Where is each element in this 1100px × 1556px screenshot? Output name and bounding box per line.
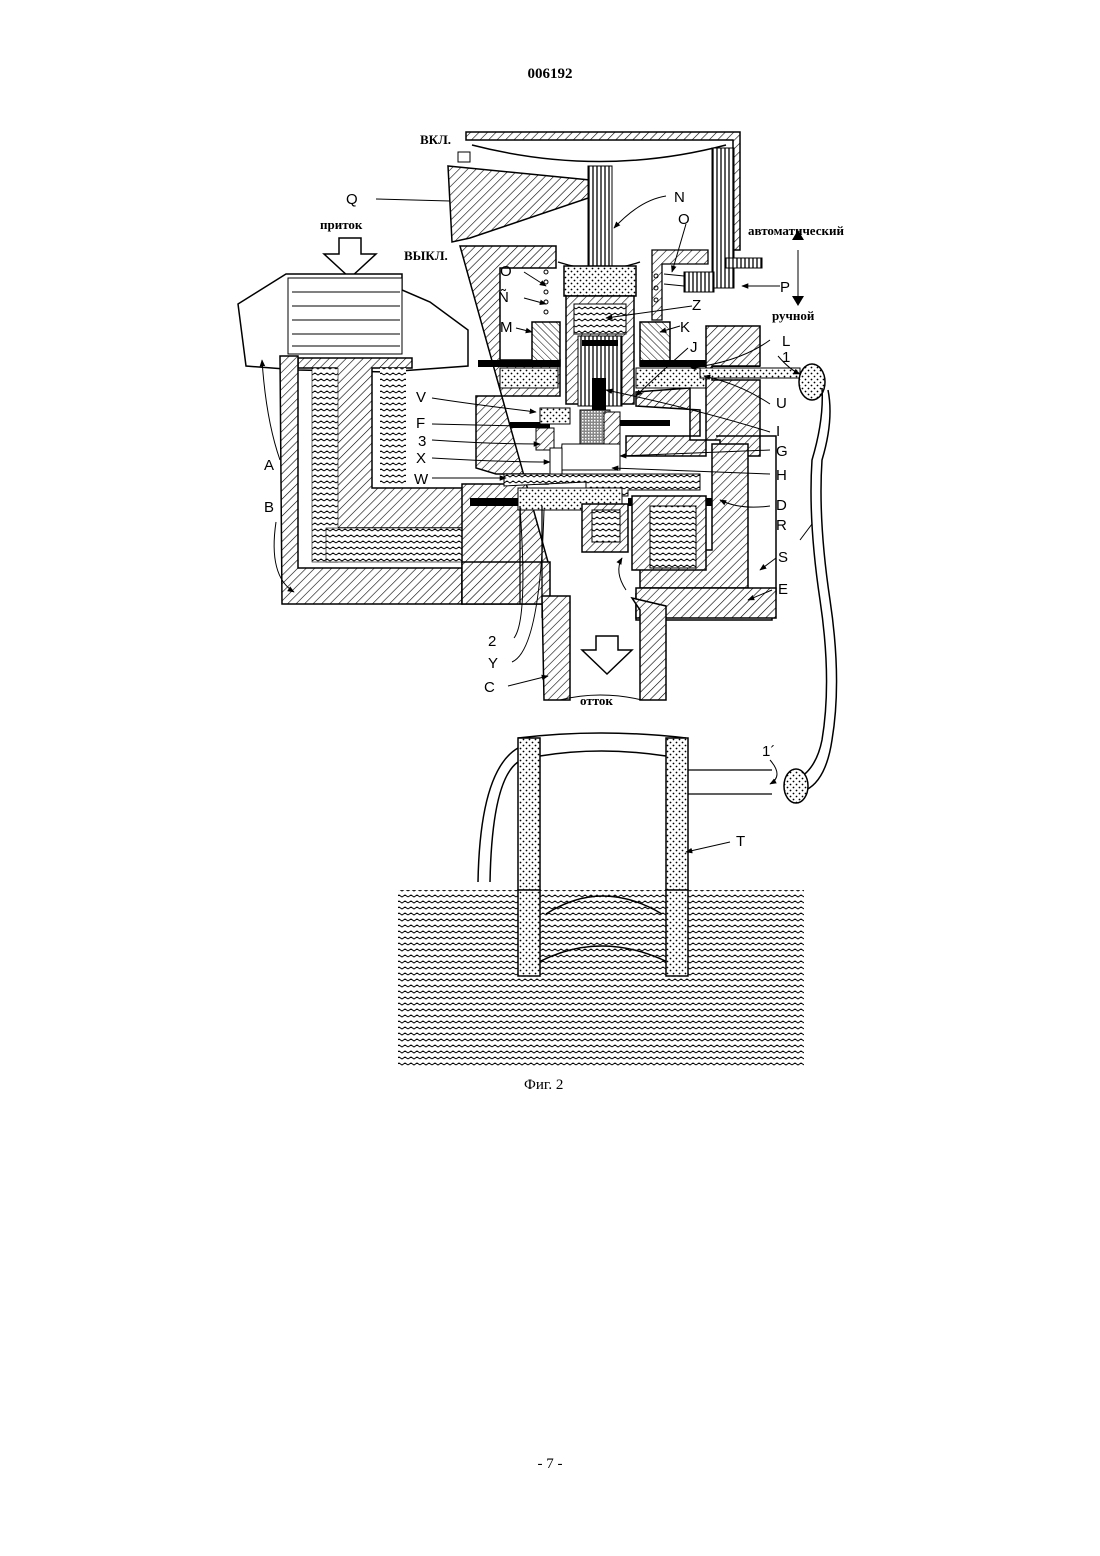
outlet-pipe-c bbox=[542, 596, 666, 700]
label-outflow: отток bbox=[580, 693, 613, 708]
label-t: T bbox=[736, 833, 745, 850]
lever-q bbox=[448, 166, 606, 242]
label-x: X bbox=[416, 450, 426, 467]
label-f: F bbox=[416, 415, 425, 432]
label-r: R bbox=[776, 517, 787, 534]
label-manual: ручной bbox=[772, 308, 815, 323]
label-g: G bbox=[776, 443, 788, 460]
label-a: A bbox=[264, 457, 274, 474]
hose-r bbox=[784, 388, 837, 803]
label-1: 1 bbox=[782, 349, 790, 366]
label-u: U bbox=[776, 395, 787, 412]
label-c: C bbox=[484, 679, 495, 696]
plunger-assembly bbox=[564, 266, 636, 410]
label-p: P bbox=[780, 279, 790, 296]
label-h: H bbox=[776, 467, 787, 484]
valve-core bbox=[536, 408, 620, 480]
label-y: Y bbox=[488, 655, 498, 672]
label-l: L bbox=[782, 333, 790, 350]
label-s: S bbox=[778, 549, 788, 566]
label-o-left: O bbox=[500, 263, 512, 280]
label-m: M bbox=[500, 319, 513, 336]
label-n-tilde: Ñ bbox=[498, 289, 509, 306]
label-d: D bbox=[776, 497, 787, 514]
label-o-right: O bbox=[678, 211, 690, 228]
tank-b bbox=[280, 356, 466, 604]
label-q: Q bbox=[346, 191, 358, 208]
label-k: K bbox=[680, 319, 690, 336]
label-j: J bbox=[690, 339, 698, 356]
label-3: 3 bbox=[418, 433, 426, 450]
label-b: B bbox=[264, 499, 274, 516]
label-w: W bbox=[414, 471, 429, 488]
label-v: V bbox=[416, 389, 426, 406]
inflow-arrow bbox=[324, 238, 376, 278]
label-off: ВЫКЛ. bbox=[404, 248, 448, 263]
label-automatic: автоматический bbox=[748, 223, 844, 238]
label-i: I bbox=[776, 423, 780, 440]
label-z: Z bbox=[692, 297, 701, 314]
label-on: ВКЛ. bbox=[420, 132, 451, 147]
label-n: N bbox=[674, 189, 685, 206]
label-2: 2 bbox=[488, 633, 496, 650]
water-body bbox=[398, 890, 804, 1066]
label-1-prime: 1´ bbox=[762, 743, 775, 760]
figure-caption: Фиг. 2 bbox=[524, 1077, 563, 1093]
label-e: E bbox=[778, 581, 788, 598]
label-inflow: приток bbox=[320, 217, 363, 232]
page-footer: - 7 - bbox=[0, 1456, 1100, 1473]
